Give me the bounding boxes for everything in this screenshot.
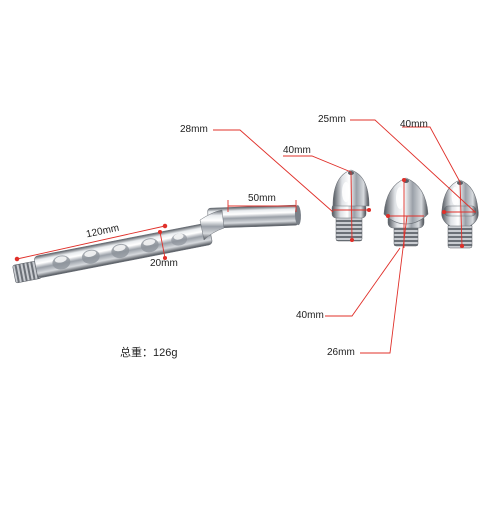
- nozzle-3: [441, 179, 479, 249]
- nozzle-1: [331, 169, 370, 242]
- tube-tip-label: 50mm: [248, 193, 276, 204]
- tube-diameter-label: 20mm: [150, 258, 178, 269]
- shower-tube: [12, 204, 301, 284]
- nozzle3-diameter-label: 25mm: [318, 114, 346, 125]
- dimension-lines: [14, 119, 476, 354]
- nozzle-2: [383, 177, 429, 247]
- nozzle3-length-label: 40mm: [400, 119, 428, 130]
- nozzle2-diameter-label: 26mm: [327, 347, 355, 358]
- nozzle1-length-label: 40mm: [283, 145, 311, 156]
- weight-label: 总重：126g: [120, 347, 178, 359]
- nozzle1-diameter-label: 28mm: [180, 124, 208, 135]
- nozzle2-length-label: 40mm: [296, 310, 324, 321]
